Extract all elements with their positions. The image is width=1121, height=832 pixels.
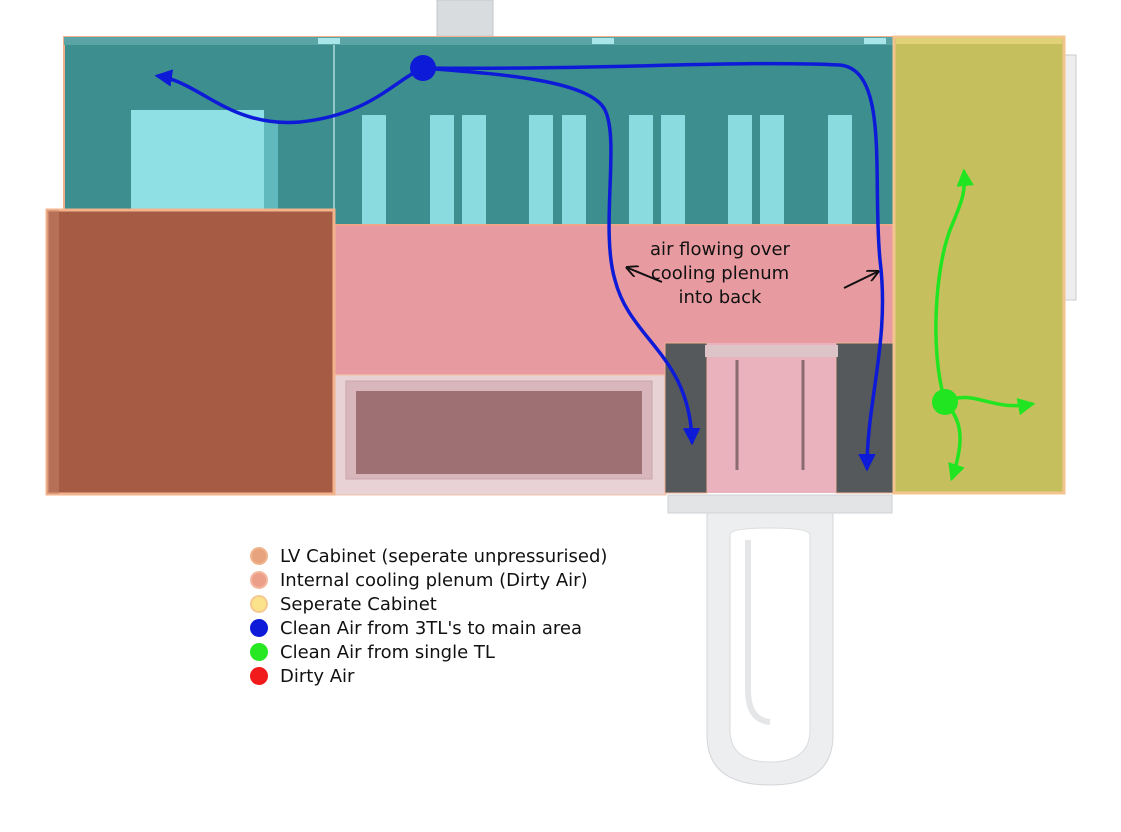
lv-cabinet: [45, 208, 336, 496]
legend-label: LV Cabinet (seperate unpressurised): [280, 545, 608, 567]
legend-swatch-separate-cabinet: [250, 595, 268, 613]
right-duct-housing: [835, 342, 895, 494]
legend-label: Clean Air from single TL: [280, 641, 495, 663]
legend-label: Clean Air from 3TL's to main area: [280, 617, 583, 639]
annotation-arrow-left: [628, 268, 663, 283]
cooling-fins: [362, 115, 852, 225]
top-duct: [436, 0, 494, 37]
legend-item-lv-cabinet: LV Cabinet (seperate unpressurised): [250, 544, 607, 568]
legend-swatch-clean-air-3tl: [250, 619, 268, 637]
legend-swatch-cooling-plenum: [250, 571, 268, 589]
legend-item-clean-air-single: Clean Air from single TL: [250, 640, 607, 664]
legend-swatch-dirty-air: [250, 667, 268, 685]
annotation-line-2: cooling plenum: [650, 263, 790, 284]
clean-air-3tl-flow: [154, 61, 885, 472]
green-source-dot: [932, 389, 958, 415]
legend-item-cooling-plenum: Internal cooling plenum (Dirty Air): [250, 568, 607, 592]
airflow-annotation: air flowing over cooling plenum into bac…: [600, 238, 840, 310]
annotation-arrow-right: [843, 272, 877, 289]
main-area-top-strip: [64, 37, 894, 45]
legend-item-clean-air-3tl: Clean Air from 3TL's to main area: [250, 616, 607, 640]
legend-label: Seperate Cabinet: [280, 593, 437, 615]
legend-label: Internal cooling plenum (Dirty Air): [280, 569, 588, 591]
legend-swatch-clean-air-single: [250, 643, 268, 661]
annotation-line-1: air flowing over: [650, 239, 790, 260]
legend-item-dirty-air: Dirty Air: [250, 664, 607, 688]
duct-chamber: [707, 343, 836, 493]
separate-cabinet: [892, 35, 1066, 495]
exhaust-duct: [667, 494, 893, 786]
transformer-block: [131, 110, 264, 215]
legend: LV Cabinet (seperate unpressurised) Inte…: [250, 544, 607, 688]
legend-label: Dirty Air: [280, 665, 355, 687]
annotation-line-3: into back: [678, 287, 762, 308]
legend-swatch-lv-cabinet: [250, 547, 268, 565]
legend-item-separate-cabinet: Seperate Cabinet: [250, 592, 607, 616]
blue-source-dot: [410, 55, 436, 81]
left-duct-housing: [664, 342, 708, 494]
